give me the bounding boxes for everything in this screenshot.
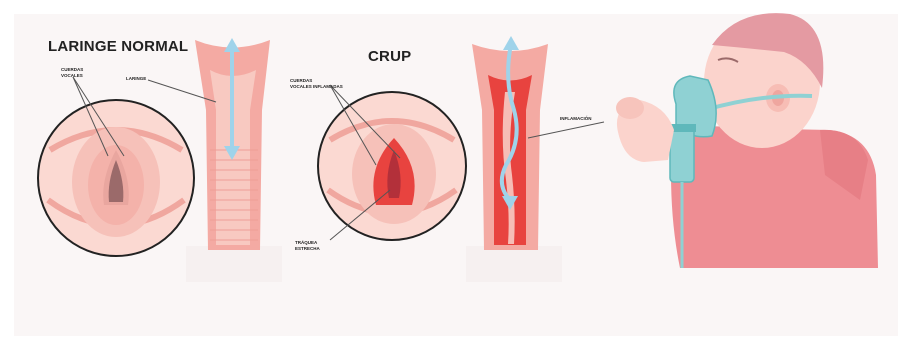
label-vocal-folds: CUERDAS VOCALES bbox=[61, 67, 83, 78]
normal-trachea bbox=[186, 38, 282, 282]
title-normal-larynx: LARINGE NORMAL bbox=[48, 38, 188, 55]
title-croup: CRUP bbox=[368, 48, 411, 65]
label-inflamed-vocal-folds: CUERDAS VOCALES INFLAMADAS bbox=[290, 78, 343, 89]
nebulizer-cup bbox=[670, 128, 694, 182]
label-larynx: LARINGE bbox=[126, 76, 146, 82]
croup-larynx-view bbox=[318, 92, 466, 240]
label-inflammation: INFLAMACIÓN bbox=[560, 116, 592, 122]
label-narrow-trachea: TRÁQUEA ESTRECHA bbox=[295, 240, 320, 251]
normal-larynx-view bbox=[38, 100, 194, 256]
croup-trachea bbox=[466, 36, 562, 282]
child-with-nebulizer bbox=[616, 13, 878, 268]
hand bbox=[616, 97, 644, 119]
